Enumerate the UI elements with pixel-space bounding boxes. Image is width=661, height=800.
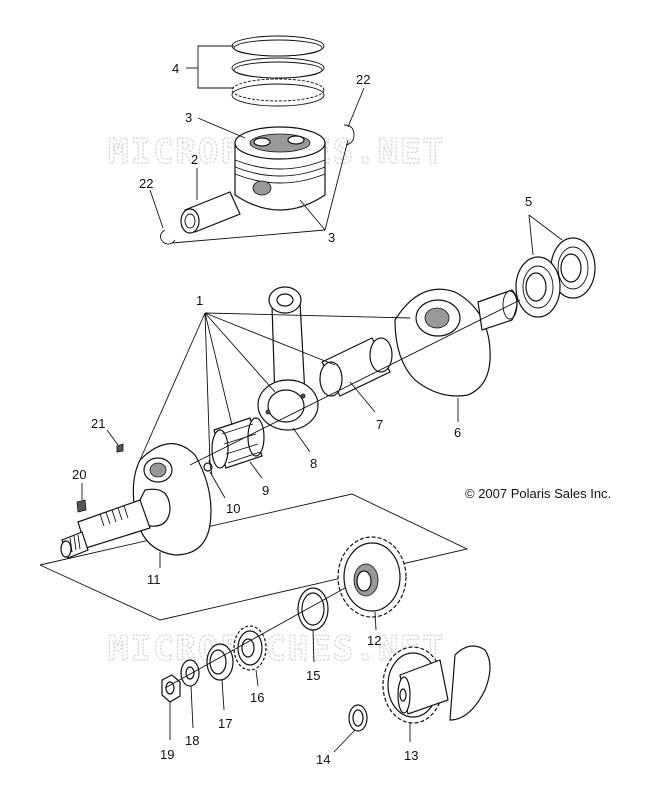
callout-2: 2 [191, 152, 198, 200]
sprocket-16 [233, 625, 267, 671]
callout-number: 5 [525, 194, 532, 209]
callout-number: 19 [160, 747, 174, 762]
callout-14: 14 [316, 729, 356, 767]
callout-number: 16 [250, 690, 264, 705]
piston-pin [180, 191, 241, 234]
washer-18 [180, 659, 200, 687]
crankshaft-platform [39, 493, 469, 621]
crank-pin [319, 337, 393, 397]
callout-16: 16 [250, 669, 264, 705]
callout-number: 2 [191, 152, 198, 167]
callout-number: 21 [91, 416, 105, 431]
callout-10: 10 [209, 471, 240, 516]
circlip-left [160, 229, 176, 245]
washer-14 [348, 704, 368, 732]
nut-19 [161, 674, 181, 703]
callout-number: 1 [196, 293, 203, 308]
callout-20: 20 [72, 467, 86, 500]
callout-number: 8 [310, 456, 317, 471]
copyright-text: © 2007 Polaris Sales Inc. [465, 486, 611, 501]
callout-number: 4 [172, 61, 179, 76]
callout-number: 15 [306, 668, 320, 683]
crank-axis-line [208, 459, 213, 475]
key-20 [76, 499, 87, 513]
callout-number: 13 [404, 748, 418, 763]
callout-number: 18 [185, 733, 199, 748]
callout-15: 15 [306, 629, 320, 683]
callout-number: 11 [147, 572, 161, 587]
callout-5: 5 [525, 194, 563, 256]
callout-number: 14 [316, 752, 330, 767]
callout-number: 7 [376, 417, 383, 432]
balance-shaft-13 [382, 645, 491, 724]
crank-half-left [60, 443, 212, 559]
callout-11: 11 [147, 552, 161, 587]
shaft-axis-line [164, 587, 346, 689]
callout-22-right: 22 [347, 72, 370, 128]
callout-number: 3 [328, 230, 335, 245]
piston-rings [231, 35, 325, 107]
watermark-bottom: MICROFICHES.NET [108, 629, 445, 669]
callout-21: 21 [91, 416, 119, 446]
crank-center-line [189, 299, 521, 466]
callout-17: 17 [218, 679, 232, 731]
callout-13: 13 [404, 722, 418, 763]
callout-number: 3 [185, 110, 192, 125]
callout-number: 10 [226, 501, 240, 516]
callout-number: 22 [356, 72, 370, 87]
callout-number: 9 [262, 483, 269, 498]
piston [234, 126, 326, 211]
circlip-right [343, 124, 355, 146]
crank-half-right [394, 288, 518, 397]
callout-8: 8 [292, 427, 317, 471]
callout-number: 22 [139, 176, 153, 191]
callout-number: 6 [454, 425, 461, 440]
callout-12: 12 [367, 611, 381, 648]
callout-number: 17 [218, 716, 232, 731]
connecting-rod [257, 286, 319, 431]
gear-12 [337, 536, 407, 618]
callout-3-top: 3 [185, 110, 246, 139]
main-bearings [515, 237, 596, 318]
callout-6: 6 [454, 398, 461, 440]
washer-15 [297, 587, 329, 631]
callout-9: 9 [249, 461, 269, 498]
callout-7: 7 [349, 381, 383, 432]
callout-1: 1 [139, 293, 411, 464]
spacer-17 [206, 643, 234, 681]
needle-bearing [211, 417, 265, 469]
callout-22-left: 22 [139, 176, 164, 229]
callout-number: 12 [367, 633, 381, 648]
callout-18: 18 [185, 685, 199, 748]
callout-19: 19 [160, 702, 174, 762]
callout-4: 4 [172, 45, 234, 89]
key-21 [116, 443, 124, 453]
callout-3-bottom: 3 [171, 139, 349, 245]
callout-number: 20 [72, 467, 86, 482]
